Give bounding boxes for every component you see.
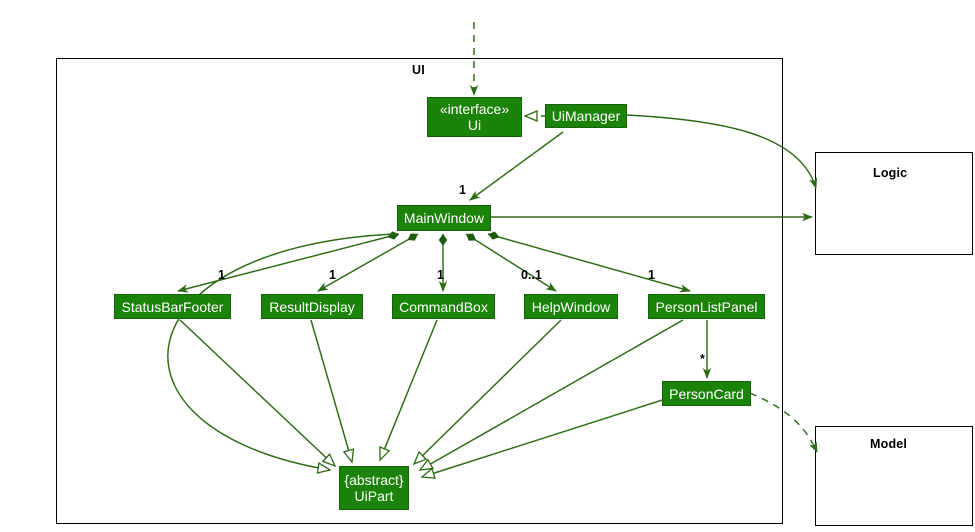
edge-personcard-to-uipart [420, 394, 679, 479]
edge-uimanager-to-logic [625, 114, 818, 189]
edge-commandbox-to-uipart [379, 319, 438, 462]
edge-resultdisplay-to-uipart [310, 319, 355, 464]
class-mainwindow-name: MainWindow [403, 210, 485, 226]
class-mainwindow[interactable]: MainWindow [397, 205, 491, 231]
edge-mainwindow-to-uipart [167, 233, 397, 474]
edge-mainwindow-to-statusbarfooter [177, 231, 400, 293]
multiplicity-uimanager-mainwindow: 1 [459, 183, 466, 197]
edge-mainwindow-to-helpwindow [465, 233, 557, 292]
package-ui-label: UI [412, 63, 425, 77]
class-personcard[interactable]: PersonCard [662, 381, 751, 406]
package-ui [56, 58, 783, 524]
class-ui-stereotype: «interface» [439, 101, 510, 117]
class-uipart-abstract-marker: {abstract} [344, 472, 404, 488]
class-personcard-name: PersonCard [669, 385, 744, 402]
edge-mainwindow-to-resultdisplay [317, 233, 419, 292]
package-model-label: Model [870, 437, 908, 451]
class-uimanager[interactable]: UiManager [545, 104, 627, 128]
edge-personlistpanel-to-uipart [418, 319, 684, 471]
package-logic-label: Logic [873, 166, 908, 180]
package-logic [815, 152, 973, 255]
class-helpwindow[interactable]: HelpWindow [524, 294, 618, 319]
class-statusbarfooter-name: StatusBarFooter [121, 298, 224, 315]
class-statusbarfooter[interactable]: StatusBarFooter [114, 294, 231, 319]
class-uimanager-name: UiManager [551, 108, 621, 124]
package-model [815, 426, 973, 526]
class-ui-name: Ui [467, 117, 482, 133]
multiplicity-mainwindow-helpwindow: 0..1 [521, 268, 542, 282]
multiplicity-mainwindow-commandbox: 1 [437, 268, 444, 282]
multiplicity-mainwindow-personlistpanel: 1 [648, 268, 655, 282]
edge-personcard-to-model [749, 392, 818, 453]
class-resultdisplay-name: ResultDisplay [269, 298, 355, 315]
multiplicity-mainwindow-statusbarfooter: 1 [218, 268, 225, 282]
edge-helpwindow-to-uipart [412, 319, 562, 466]
class-helpwindow-name: HelpWindow [531, 298, 611, 315]
class-commandbox-name: CommandBox [399, 298, 488, 315]
class-personlistpanel-name: PersonListPanel [655, 298, 758, 315]
edge-mainwindow-to-personlistpanel [487, 231, 691, 293]
class-resultdisplay[interactable]: ResultDisplay [261, 294, 363, 319]
class-commandbox[interactable]: CommandBox [392, 294, 495, 319]
class-uipart[interactable]: {abstract} UiPart [339, 466, 409, 510]
class-ui[interactable]: «interface» Ui [427, 97, 522, 137]
edge-statusbarfooter-to-uipart [179, 319, 337, 468]
class-uipart-name: UiPart [354, 488, 394, 504]
edge-uimanager-to-mainwindow [469, 131, 564, 201]
multiplicity-personlistpanel-personcard: * [700, 352, 705, 366]
class-personlistpanel[interactable]: PersonListPanel [648, 294, 765, 319]
multiplicity-mainwindow-resultdisplay: 1 [329, 268, 336, 282]
